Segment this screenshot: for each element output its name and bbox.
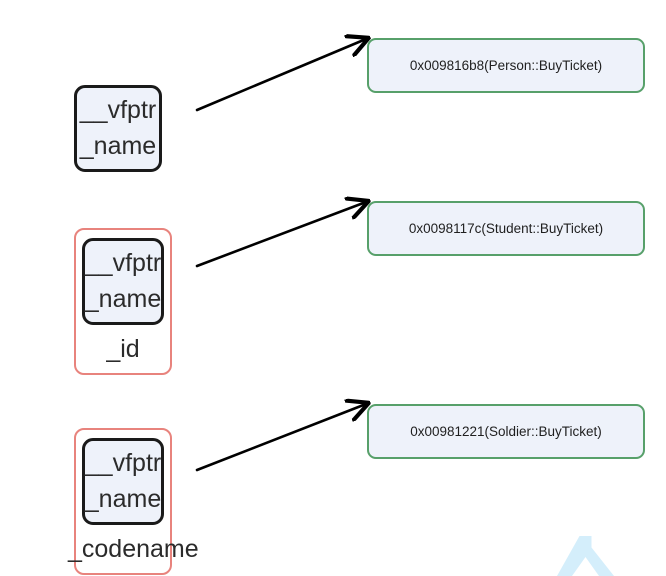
func-label-student: 0x0098117c(Student::BuyTicket): [408, 221, 604, 236]
soldier-member-codename: _codename: [68, 535, 199, 563]
func-box-soldier[interactable]: 0x00981221(Soldier::BuyTicket): [367, 404, 645, 459]
object-student: _id __vfptr _name: [0, 0, 260, 400]
func-box-student[interactable]: 0x0098117c(Student::BuyTicket): [367, 201, 645, 256]
student-member-id: _id: [106, 335, 140, 363]
object-soldier: _codename __vfptr _name: [0, 0, 260, 575]
person-member-vfptr: __vfptr: [79, 96, 157, 124]
func-box-person[interactable]: 0x009816b8(Person::BuyTicket): [367, 38, 645, 93]
func-label-soldier: 0x00981221(Soldier::BuyTicket): [410, 424, 602, 439]
person-member-name: _name: [79, 131, 157, 160]
person-vfptr-box[interactable]: __vfptr _name: [74, 85, 162, 172]
soldier-vfptr-box[interactable]: __vfptr _name: [82, 438, 164, 525]
watermark-logo-icon: [557, 536, 614, 576]
student-vfptr-box[interactable]: __vfptr _name: [82, 238, 164, 325]
func-label-person: 0x009816b8(Person::BuyTicket): [409, 58, 603, 73]
object-person: __vfptr _name: [0, 0, 260, 190]
soldier-member-vfptr: __vfptr: [84, 449, 162, 477]
soldier-member-name: _name: [84, 484, 162, 513]
diagram-canvas: __vfptr _name _id __vfptr _name _codenam…: [0, 0, 645, 576]
student-member-name: _name: [84, 284, 162, 313]
arrow-soldier: [195, 404, 366, 472]
student-member-vfptr: __vfptr: [84, 249, 162, 277]
